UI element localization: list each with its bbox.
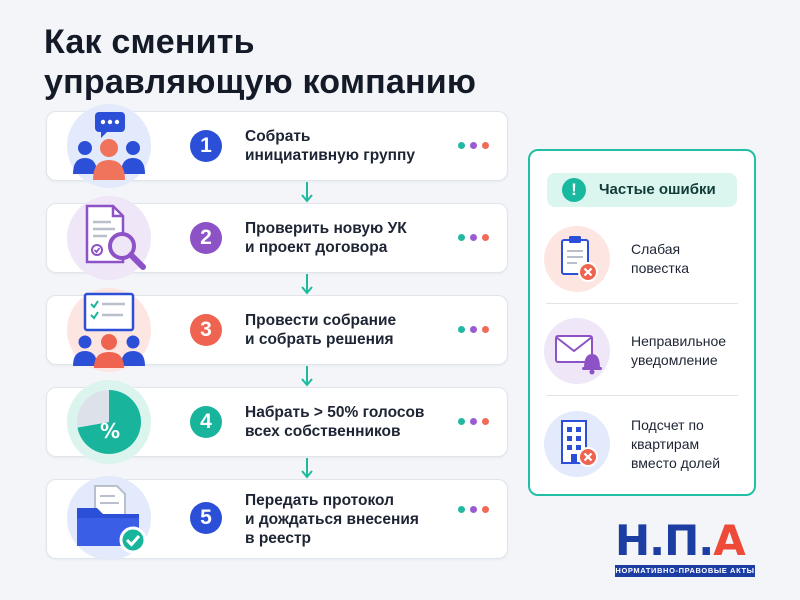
page-title-line-2: управляющую компанию (44, 63, 477, 101)
page-title: Как сменить управляющую компанию (44, 22, 564, 102)
step-card-4[interactable]: % 4 Набрать > 50% голосов всех собственн… (46, 380, 508, 464)
divider (546, 303, 738, 304)
envelope-bell-icon (544, 318, 610, 384)
step-1-line-2: инициативную группу (245, 147, 415, 164)
mistake-3-line-1: Подсчет по (631, 416, 704, 433)
step-text-2: Проверить новую УК и проект договора (245, 204, 435, 272)
step-text-4: Набрать > 50% голосов всех собственников (245, 388, 435, 456)
arrow-down-icon (301, 274, 313, 295)
people-chat-icon (67, 104, 151, 188)
more-dots-icon[interactable] (458, 506, 489, 514)
step-number-4: 4 (190, 406, 222, 438)
step-2-line-1: Проверить новую УК (245, 220, 407, 237)
mistake-item-2: Неправильное уведомление (530, 305, 754, 397)
mistake-3-line-3: вместо долей (631, 454, 721, 471)
common-mistakes-header: ! Частые ошибки (547, 173, 737, 207)
more-dots-icon[interactable] (458, 234, 489, 242)
step-number-5: 5 (190, 502, 222, 534)
step-text-5: Передать протокол и дождаться внесения в… (245, 480, 435, 558)
more-dots-icon[interactable] (458, 326, 489, 334)
mistake-item-1: Слабая повестка (530, 213, 754, 305)
step-text-3: Провести собрание и собрать решения (245, 296, 435, 364)
step-card-3[interactable]: 3 Провести собрание и собрать решения (46, 288, 508, 372)
logo-letters: Н.П.А (615, 516, 746, 565)
mistake-item-3: Подсчет по квартирам вместо долей (530, 398, 754, 490)
step-4-line-1: Набрать > 50% голосов (245, 404, 425, 421)
building-error-icon (544, 411, 610, 477)
step-3-line-1: Провести собрание (245, 312, 397, 329)
common-mistakes-title: Частые ошибки (599, 181, 716, 198)
step-4-line-2: всех собственников (245, 423, 401, 440)
mistake-text-2: Неправильное уведомление (631, 305, 741, 397)
percent-pie-icon: % (67, 380, 151, 464)
step-5-line-3: в реестр (245, 529, 312, 547)
step-number-2: 2 (190, 222, 222, 254)
mistake-1-line-2: повестка (631, 260, 690, 276)
more-dots-icon[interactable] (458, 142, 489, 150)
step-card-1[interactable]: 1 Собрать инициативную группу (46, 104, 508, 188)
step-number-3: 3 (190, 314, 222, 346)
divider (546, 395, 738, 396)
mistake-1-line-1: Слабая (631, 241, 681, 257)
clipboard-error-icon (544, 226, 610, 292)
common-mistakes-panel: ! Частые ошибки Слабая повестка (528, 149, 756, 496)
arrow-down-icon (301, 366, 313, 387)
logo-subtitle: НОРМАТИВНО-ПРАВОВЫЕ АКТЫ (615, 565, 755, 577)
step-card-5[interactable]: 5 Передать протокол и дождаться внесения… (46, 476, 508, 560)
step-3-line-2: и собрать решения (245, 331, 394, 348)
step-5-line-1: Передать протокол (245, 491, 394, 509)
mistake-2-line-2: уведомление (631, 352, 718, 368)
svg-text:%: % (100, 419, 120, 443)
mistake-text-1: Слабая повестка (631, 213, 741, 305)
step-5-line-2: и дождаться внесения (245, 510, 419, 528)
mistake-3-line-2: квартирам (631, 435, 700, 452)
mistake-text-3: Подсчет по квартирам вместо долей (631, 398, 741, 490)
more-dots-icon[interactable] (458, 418, 489, 426)
npa-logo: Н.П.А НОРМАТИВНО-ПРАВОВЫЕ АКТЫ (615, 519, 755, 577)
step-number-1: 1 (190, 130, 222, 162)
arrow-down-icon (301, 182, 313, 203)
step-card-2[interactable]: 2 Проверить новую УК и проект договора (46, 196, 508, 280)
meeting-checklist-icon (67, 288, 151, 372)
step-1-line-1: Собрать (245, 128, 311, 145)
step-text-1: Собрать инициативную группу (245, 112, 435, 180)
exclamation-icon: ! (562, 178, 586, 202)
document-magnifier-icon (67, 196, 151, 280)
step-2-line-2: и проект договора (245, 239, 388, 256)
mistake-2-line-1: Неправильное (631, 333, 727, 349)
page-title-line-1: Как сменить (44, 23, 255, 61)
folder-check-icon (67, 476, 151, 560)
arrow-down-icon (301, 458, 313, 479)
